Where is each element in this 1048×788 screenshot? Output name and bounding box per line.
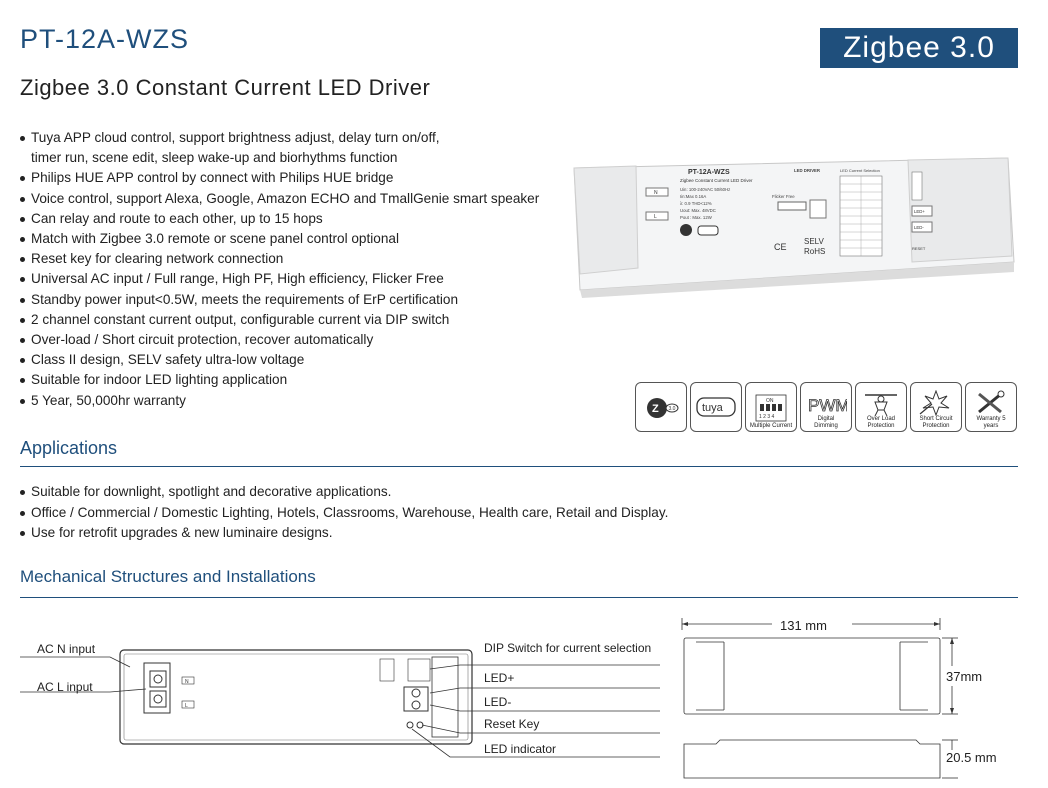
- feature-list: Tuya APP cloud control, support brightne…: [18, 128, 578, 411]
- dimension-drawing: [676, 612, 976, 783]
- mechanical-heading: Mechanical Structures and Installations: [20, 567, 316, 586]
- top-view-drawing: N L: [20, 635, 660, 765]
- svg-text:N: N: [185, 679, 189, 685]
- feature-item: Voice control, support Alexa, Google, Am…: [18, 189, 578, 209]
- spec-line: Uin: 100-240VAC 50/60Hz: [680, 187, 730, 192]
- application-item: Suitable for downlight, spotlight and de…: [18, 482, 668, 503]
- short-circuit-icon: Short Circuit Protection: [910, 382, 962, 432]
- feature-continuation: timer run, scene edit, sleep wake-up and…: [31, 150, 398, 166]
- callout-reset-key: Reset Key: [484, 717, 540, 731]
- icon-caption: Short Circuit Protection: [919, 416, 953, 429]
- feature-item: Over-load / Short circuit protection, re…: [18, 330, 578, 350]
- dim-width: 37mm: [946, 669, 983, 684]
- spec-line: λ: 0.9 THD<12%: [680, 201, 712, 206]
- overload-icon: Over Load Protection: [855, 382, 907, 432]
- feature-item: Match with Zigbee 3.0 remote or scene pa…: [18, 229, 578, 249]
- application-item: Use for retrofit upgrades & new luminair…: [18, 523, 668, 544]
- product-image: CE SELV RoHS PT-12A-WZS Zigbee Constant …: [568, 150, 1020, 300]
- driver-label: LED DRIVER: [794, 168, 821, 173]
- reset-label: RESET: [912, 246, 926, 251]
- selv-mark: SELV: [804, 237, 825, 246]
- zigbee-badge: Zigbee 3.0: [820, 28, 1018, 68]
- icon-caption: Over Load Protection: [866, 416, 896, 429]
- current-label: LED Current Selection: [840, 168, 880, 173]
- callout-led-indicator: LED indicator: [484, 742, 557, 756]
- callout-ac-n: AC N input: [37, 642, 96, 656]
- svg-text:1 2 3 4: 1 2 3 4: [759, 414, 775, 420]
- callout-ac-l: AC L input: [37, 680, 93, 694]
- svg-text:L: L: [185, 703, 188, 709]
- feature-item: Tuya APP cloud control, support brightne…: [18, 128, 578, 168]
- feature-item: Reset key for clearing network connectio…: [18, 249, 578, 269]
- svg-text:CE: CE: [774, 242, 787, 252]
- feature-item: Universal AC input / Full range, High PF…: [18, 269, 578, 289]
- product-model-label: PT-12A-WZS: [688, 169, 730, 176]
- terminal-l-label: L: [654, 214, 657, 220]
- rohs-mark: RoHS: [804, 247, 825, 256]
- feature-item: Suitable for indoor LED lighting applica…: [18, 370, 578, 390]
- pwm-icon: PWM Digital Dimming: [800, 382, 852, 432]
- terminal-n-label: N: [654, 190, 658, 196]
- product-desc-label: Zigbee Constant Current LED Driver: [680, 178, 753, 183]
- svg-text:PWM: PWM: [808, 396, 847, 415]
- icon-caption: Digital Dimming: [814, 416, 838, 429]
- callout-dip-switch: DIP Switch for current selection: [484, 641, 652, 655]
- svg-text:3.0: 3.0: [669, 406, 676, 412]
- led-plus-label: LED+: [914, 209, 925, 214]
- section-divider: [20, 466, 1018, 467]
- warranty-icon: Warranty 5 years: [965, 382, 1017, 432]
- page-title: PT-12A-WZS: [20, 24, 190, 54]
- callout-led-minus: LED-: [484, 695, 512, 709]
- feature-item: Philips HUE APP control by connect with …: [18, 168, 578, 188]
- feature-item: Can relay and route to each other, up to…: [18, 209, 578, 229]
- flicker-label: Flicker Free: [772, 194, 795, 199]
- led-minus-label: LED-: [914, 225, 924, 230]
- applications-list: Suitable for downlight, spotlight and de…: [18, 482, 668, 544]
- dim-height: 20.5 mm: [946, 750, 997, 765]
- feature-item: 5 Year, 50,000hr warranty: [18, 391, 578, 411]
- feature-item: Standby power input<0.5W, meets the requ…: [18, 290, 578, 310]
- icon-caption: Warranty 5 years: [976, 416, 1006, 429]
- dip-switch-icon: ON 1 2 3 4 Multiple Current: [745, 382, 797, 432]
- zigbee-icon: Z 3.0: [635, 382, 687, 432]
- svg-text:ON: ON: [766, 398, 774, 404]
- callout-led-plus: LED+: [484, 671, 515, 685]
- spec-line: Uout: Max. 48VDC: [680, 208, 716, 213]
- tuya-icon: tuya: [690, 382, 742, 432]
- feature-item: 2 channel constant current output, confi…: [18, 310, 578, 330]
- icon-caption: Multiple Current: [749, 422, 793, 429]
- svg-text:tuya: tuya: [702, 402, 724, 414]
- spec-line: Iin:Max 0.16A: [680, 194, 706, 199]
- page-subtitle: Zigbee 3.0 Constant Current LED Driver: [20, 75, 431, 100]
- feature-item: Class II design, SELV safety ultra-low v…: [18, 350, 578, 370]
- svg-text:Z: Z: [652, 403, 659, 415]
- section-divider: [20, 597, 1018, 598]
- applications-heading: Applications: [20, 438, 118, 458]
- dim-length: 131 mm: [780, 618, 827, 633]
- spec-line: Pout : Max. 12W: [680, 215, 713, 220]
- application-item: Office / Commercial / Domestic Lighting,…: [18, 503, 668, 524]
